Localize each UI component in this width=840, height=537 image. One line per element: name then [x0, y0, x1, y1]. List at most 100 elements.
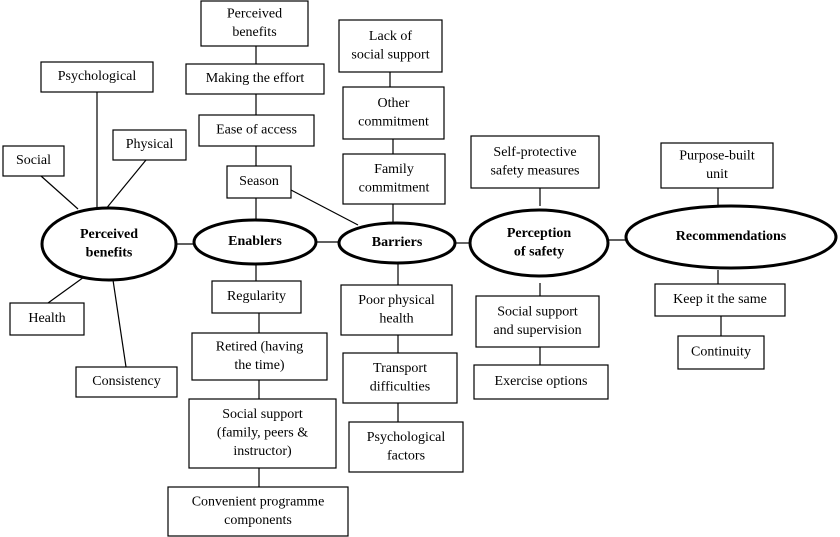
- node-self-protective-label-line: Self-protective: [493, 145, 576, 160]
- node-other-commitment-label-line: Other: [378, 96, 410, 111]
- node-season-box: [226, 165, 292, 199]
- node-poor-physical-health-label: Poor physical health: [358, 293, 435, 327]
- hub-recommendations: Recommendations: [624, 204, 838, 270]
- node-purpose-built-unit-label-line: Purpose-built: [679, 148, 755, 163]
- node-purpose-built-unit: Purpose-built unit: [660, 142, 774, 189]
- node-ease-of-access-label-line: Ease of access: [216, 123, 297, 138]
- node-continuity-box: [677, 335, 765, 370]
- node-keep-it-the-same-box: [654, 283, 786, 317]
- hub-perception-of-safety-label-line: Perception: [507, 226, 571, 241]
- hub-recommendations-label: Recommendations: [676, 229, 787, 244]
- node-physical-label: Physical: [126, 137, 174, 152]
- node-social: Social: [2, 145, 65, 177]
- node-season-label-line: Season: [239, 174, 279, 189]
- node-social-label: Social: [16, 153, 51, 168]
- hub-enablers-label: Enablers: [228, 234, 282, 249]
- node-making-the-effort-label-line: Making the effort: [206, 71, 305, 86]
- node-exercise-options-label-line: Exercise options: [495, 374, 588, 389]
- node-psychological-factors: Psychological factors: [348, 421, 464, 473]
- node-convenient-components-label: Convenient programme components: [192, 494, 325, 528]
- node-poor-physical-health-label-line: Poor physical: [358, 293, 435, 308]
- node-consistency-box: [75, 366, 178, 398]
- node-self-protective-box: [470, 135, 600, 189]
- node-family-commitment-label-line: commitment: [359, 180, 430, 195]
- node-social-support-label-line: Social support: [222, 407, 303, 422]
- node-enabler-perceived-benefits-label-line: benefits: [232, 25, 276, 40]
- node-social-box: [2, 145, 65, 177]
- hub-barriers: Barriers: [337, 221, 457, 265]
- node-continuity-label-line: Continuity: [691, 345, 751, 360]
- node-retired-box: [191, 332, 328, 381]
- connectors: [40, 46, 722, 487]
- node-social-support-label-line: instructor): [233, 444, 292, 459]
- node-psychological-factors-label-line: factors: [387, 448, 425, 463]
- node-ease-of-access: Ease of access: [198, 114, 315, 147]
- node-purpose-built-unit-box: [660, 142, 774, 189]
- node-keep-it-the-same: Keep it the same: [654, 283, 786, 317]
- node-regularity: Regularity: [211, 280, 302, 314]
- node-transport-difficulties-label-line: Transport: [373, 361, 427, 376]
- hub-enablers-shape: [192, 218, 318, 266]
- node-making-the-effort-box: [185, 63, 325, 95]
- node-family-commitment-box: [342, 153, 446, 205]
- node-poor-physical-health-box: [340, 284, 453, 336]
- node-social-support: Social support (family, peers & instructor…: [188, 398, 337, 469]
- node-psychological-box: [40, 61, 154, 93]
- node-consistency-label: Consistency: [92, 374, 160, 389]
- node-social-support-supervision-label-line: and supervision: [493, 323, 581, 338]
- node-ease-of-access-label: Ease of access: [216, 123, 297, 138]
- hub-enablers: Enablers: [192, 218, 318, 266]
- node-psychological-label: Psychological: [58, 69, 137, 84]
- node-exercise-options-label: Exercise options: [495, 374, 588, 389]
- hub-barriers-shape: [337, 221, 457, 265]
- node-poor-physical-health: Poor physical health: [340, 284, 453, 336]
- node-keep-it-the-same-label: Keep it the same: [673, 292, 767, 307]
- node-health-label-line: Health: [28, 311, 65, 326]
- node-physical-label-line: Physical: [126, 137, 174, 152]
- node-purpose-built-unit-label: Purpose-built unit: [679, 148, 755, 182]
- node-social-support-label-line: (family, peers &: [217, 426, 308, 441]
- node-psychological-label-line: Psychological: [58, 69, 137, 84]
- node-purpose-built-unit-label-line: unit: [706, 167, 728, 182]
- node-social-support-label: Social support (family, peers & instructor…: [217, 407, 308, 459]
- node-psychological-factors-label: Psychological factors: [367, 430, 446, 464]
- node-convenient-components-box: [167, 486, 349, 537]
- node-regularity-label-line: Regularity: [227, 289, 286, 304]
- node-health-label: Health: [28, 311, 65, 326]
- node-ease-of-access-box: [198, 114, 315, 147]
- node-psychological-factors-box: [348, 421, 464, 473]
- node-making-the-effort: Making the effort: [185, 63, 325, 95]
- node-regularity-box: [211, 280, 302, 314]
- node-convenient-components-label-line: Convenient programme: [192, 494, 325, 509]
- node-health: Health: [9, 302, 85, 336]
- node-regularity-label: Regularity: [227, 289, 286, 304]
- node-psychological-factors-label-line: Psychological: [367, 430, 446, 445]
- hub-perceived-benefits-shape: [40, 206, 178, 282]
- hub-recommendations-shape: [624, 204, 838, 270]
- node-psychological: Psychological: [40, 61, 154, 93]
- node-health-box: [9, 302, 85, 336]
- node-consistency: Consistency: [75, 366, 178, 398]
- node-poor-physical-health-label-line: health: [379, 311, 413, 326]
- node-physical-box: [112, 129, 187, 161]
- node-season: Season: [226, 165, 292, 199]
- node-consistency-label-line: Consistency: [92, 374, 160, 389]
- node-convenient-components-label-line: components: [224, 513, 292, 528]
- node-transport-difficulties-box: [342, 352, 458, 404]
- node-transport-difficulties-label-line: difficulties: [370, 379, 430, 394]
- node-exercise-options: Exercise options: [473, 364, 609, 400]
